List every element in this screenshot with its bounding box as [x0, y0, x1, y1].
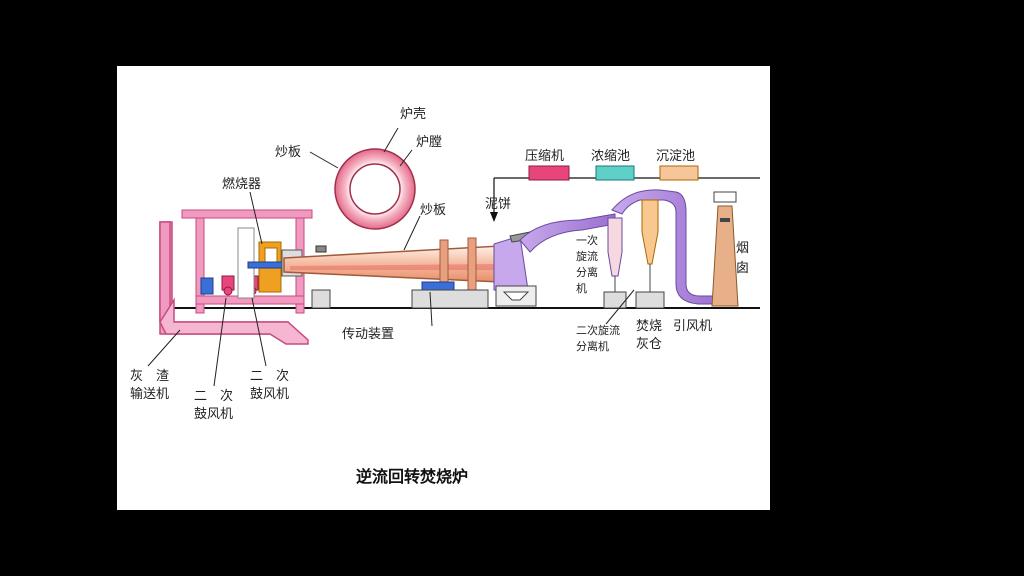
- primary-cyclone: [607, 217, 623, 277]
- label-blower-b-1: 二 次: [250, 368, 289, 384]
- label-furnace-chamber: 炉膛: [416, 135, 442, 150]
- label-primary-cyclone-3: 分离: [576, 265, 598, 279]
- frame-top-beam: [181, 209, 313, 219]
- label-primary-cyclone-2: 旋流: [576, 249, 598, 263]
- label-settling-tank: 沉淀池: [656, 149, 695, 164]
- settling-box: [659, 165, 699, 181]
- kiln-support-left: [311, 289, 331, 309]
- label-secondary-cyclone-2: 分离机: [576, 339, 609, 353]
- transmission-base: [411, 289, 489, 309]
- label-transmission: 传动装置: [342, 327, 394, 342]
- diagram-title: 逆流回转焚烧炉: [356, 467, 468, 486]
- label-ash-bin-1: 焚烧: [636, 319, 662, 334]
- kiln-tire-2: [467, 237, 477, 291]
- label-secondary-cyclone-1: 二次旋流: [576, 323, 620, 337]
- ash-conveyor-chute: [159, 297, 309, 345]
- ash-hopper-funnel: [502, 291, 530, 301]
- label-induced-fan: 引风机: [673, 319, 712, 334]
- label-furnace-shell: 炉壳: [400, 107, 426, 122]
- label-thickener: 浓缩池: [591, 148, 630, 164]
- chimney: [711, 205, 739, 307]
- gas-duct-2: [611, 189, 723, 305]
- label-blower-a-2: 鼓风机: [194, 407, 233, 422]
- label-primary-cyclone-4: 机: [576, 281, 587, 295]
- rotary-kiln-diagram: 炉壳 炉膛 炒板 燃烧器 炒板 压缩机 浓缩池 沉淀池 泥饼 传动装置 引风机 …: [130, 107, 760, 486]
- chimney-top: [713, 191, 737, 203]
- diagram-panel: 炉壳 炉膛 炒板 燃烧器 炒板 压缩机 浓缩池 沉淀池 泥饼 传动装置 引风机 …: [117, 66, 770, 510]
- label-mud-cake: 泥饼: [485, 197, 511, 212]
- compressor-box: [528, 165, 570, 181]
- label-chimney-1: 烟: [736, 241, 749, 256]
- ash-bin-box: [635, 291, 665, 309]
- frame-left-post: [195, 217, 205, 314]
- label-ash-conveyor-1: 灰 渣: [130, 369, 169, 384]
- chimney-band: [720, 218, 730, 222]
- kiln-hood-cap: [315, 245, 327, 253]
- leader-lines: [147, 127, 635, 387]
- mud-cake-arrowhead: [490, 212, 498, 222]
- label-stir-plate-kiln: 炒板: [420, 203, 446, 218]
- label-ash-bin-2: 灰仓: [636, 337, 662, 352]
- label-ash-conveyor-2: 输送机: [130, 386, 169, 402]
- ash-conveyor-vertical: [159, 221, 171, 323]
- label-stir-plate-top: 炒板: [275, 145, 301, 160]
- label-burner: 燃烧器: [222, 176, 261, 192]
- label-blower-a-1: 二 次: [194, 388, 233, 404]
- label-primary-cyclone-1: 一次: [576, 233, 598, 247]
- secondary-cyclone: [641, 199, 659, 265]
- blower-box-blue: [200, 277, 214, 295]
- gas-duct-1: [519, 213, 616, 253]
- label-compressor: 压缩机: [525, 148, 564, 164]
- thickener-box: [595, 165, 635, 181]
- label-blower-b-2: 鼓风机: [250, 387, 289, 402]
- furnace-inner-chamber: [349, 163, 401, 215]
- blower-fan-a: [223, 286, 233, 296]
- kiln-tire-1: [439, 239, 449, 289]
- label-chimney-2: 囱: [736, 261, 749, 276]
- primary-cyclone-bin: [603, 291, 627, 309]
